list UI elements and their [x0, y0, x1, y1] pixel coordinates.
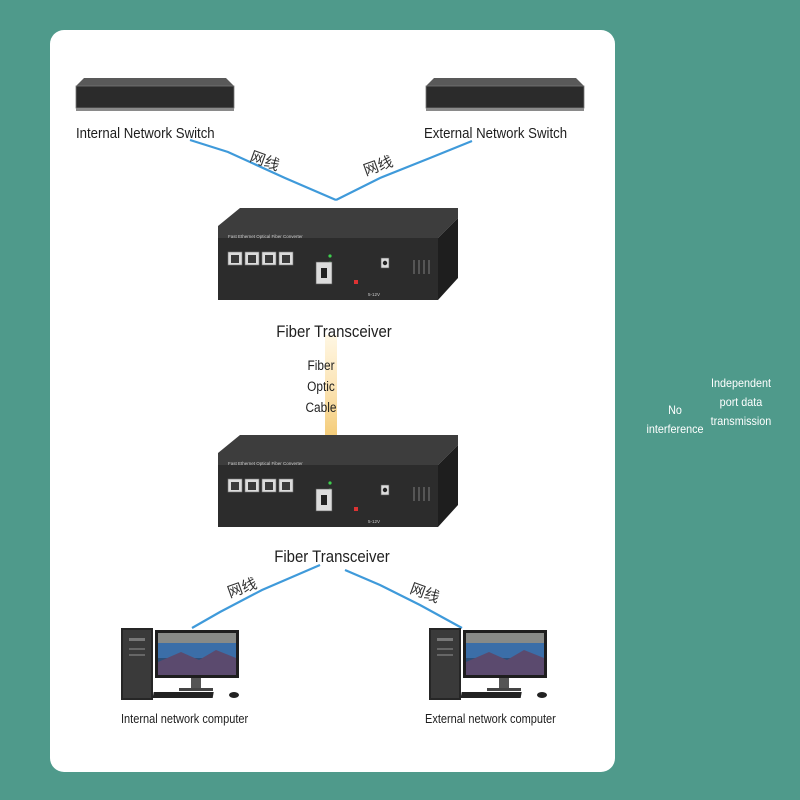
- internal-network-computer: [121, 628, 239, 700]
- power-text-bottom: 5-12V: [368, 519, 380, 524]
- external-network-switch: [425, 77, 585, 112]
- no-interference-line2: interference: [646, 422, 704, 436]
- fiber-optic-cable: [325, 335, 337, 435]
- ethernet-cable-external-computer: [344, 568, 463, 629]
- independent-line1: Independent: [710, 376, 772, 390]
- ethernet-cable-internal-computer: [191, 563, 321, 629]
- external-switch-label: External Network Switch: [424, 125, 568, 142]
- independent-line3: transmission: [710, 414, 772, 428]
- fiber-transceiver-top: [218, 208, 458, 300]
- no-interference-text: No interference: [640, 401, 710, 439]
- power-text-top: 5-12V: [368, 292, 380, 297]
- external-computer-label: External network computer: [425, 712, 556, 726]
- independent-line2: port data: [719, 395, 763, 409]
- ethernet-cable-external-switch: [335, 139, 473, 201]
- cable-label-line1: Fiber: [307, 358, 335, 373]
- fiber-transceiver-top-label: Fiber Transceiver: [276, 322, 392, 341]
- external-network-computer: [429, 628, 547, 700]
- fiber-optic-cable-label: Fiber Optic Cable: [295, 355, 348, 418]
- cable-label-line2: Optic: [307, 379, 335, 394]
- fiber-transceiver-bottom-label: Fiber Transceiver: [274, 547, 390, 566]
- independent-port-text: Independent port data transmission: [702, 374, 779, 431]
- cable-label-line3: Cable: [305, 400, 337, 415]
- internal-network-switch: [75, 77, 235, 112]
- internal-computer-label: Internal network computer: [121, 712, 249, 726]
- internal-switch-label: Internal Network Switch: [76, 125, 215, 142]
- no-interference-line1: No: [668, 403, 682, 417]
- fiber-transceiver-bottom: [218, 435, 458, 527]
- panel-text-bottom: Fast Ethernet Optical Fiber Converter: [228, 461, 303, 466]
- ethernet-cable-internal-switch: [189, 138, 337, 202]
- panel-text-top: Fast Ethernet Optical Fiber Converter: [228, 234, 303, 239]
